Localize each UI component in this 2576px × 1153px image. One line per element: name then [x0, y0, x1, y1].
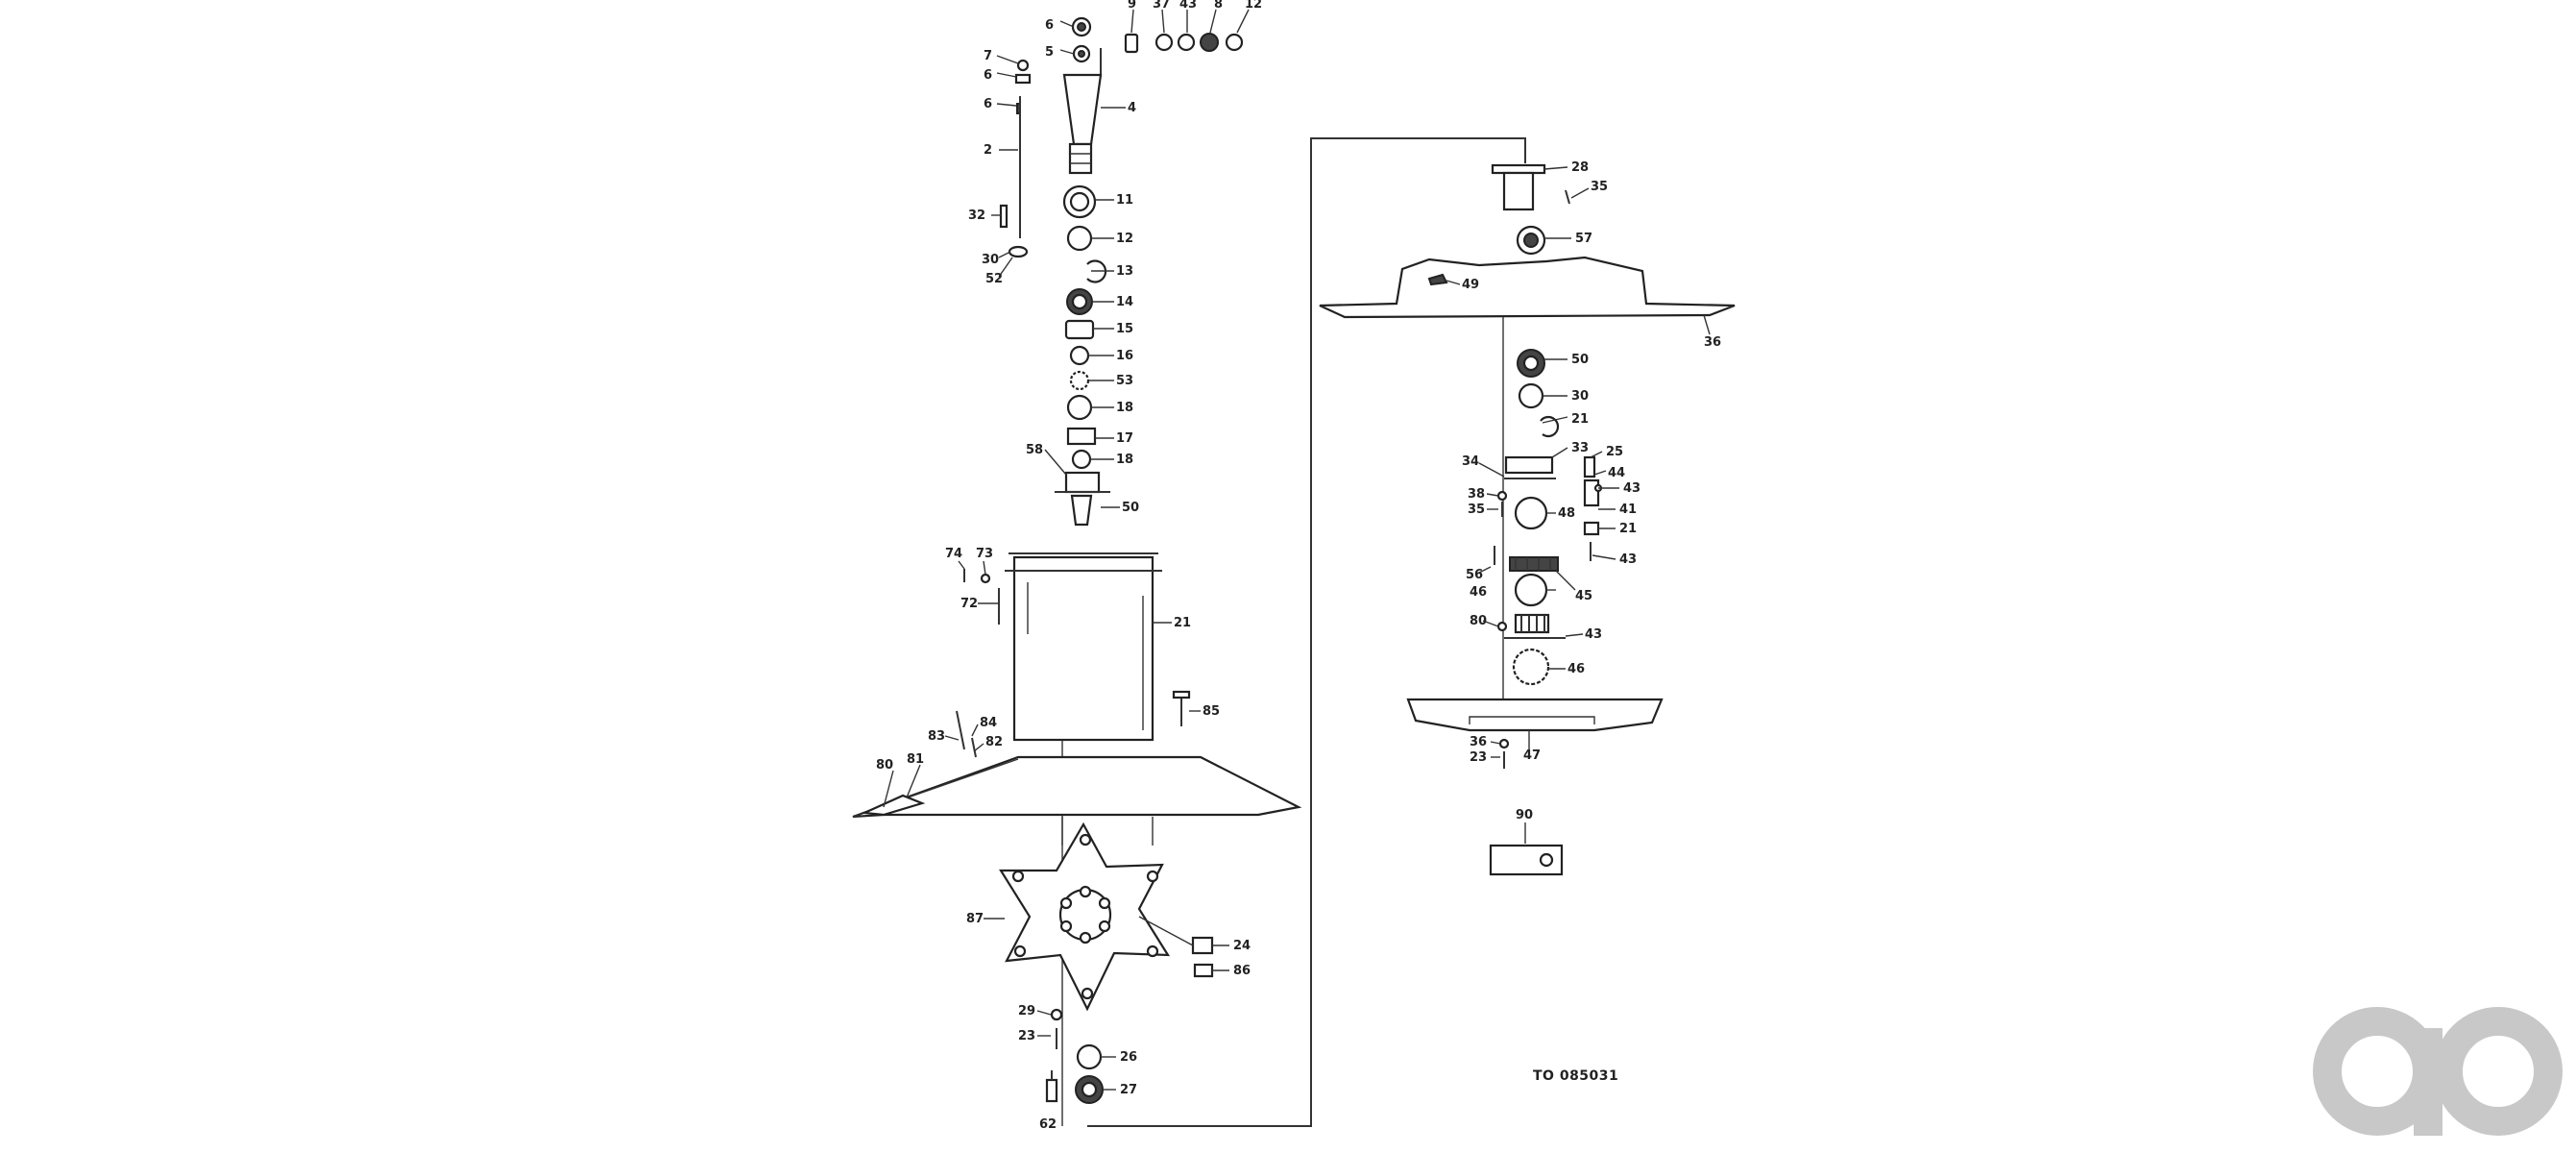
label-32: 32 [968, 209, 985, 223]
label-5: 5 [1045, 45, 1054, 60]
label-58: 58 [1026, 443, 1043, 457]
brand-logo [2313, 1007, 2563, 1136]
label-48: 48 [1558, 506, 1575, 521]
label-41: 41 [1619, 503, 1637, 517]
label-90: 90 [1516, 808, 1533, 822]
label-18b: 18 [1116, 453, 1133, 467]
label-43a: 43 [1623, 481, 1640, 496]
label-73: 73 [976, 547, 993, 561]
label-82: 82 [985, 735, 1003, 749]
label-80: 80 [876, 758, 893, 773]
part-block-9 [1124, 33, 1139, 54]
label-47: 47 [1523, 748, 1541, 763]
label-36a: 36 [1704, 335, 1721, 350]
label-50: 50 [1122, 501, 1139, 515]
label-4: 4 [1128, 101, 1136, 115]
label-17: 17 [1116, 431, 1133, 446]
label-7: 7 [984, 49, 992, 63]
label-36b: 36 [1470, 735, 1487, 749]
left-leader-lines [883, 9, 1250, 1091]
label-81: 81 [907, 752, 924, 767]
label-21b: 21 [1619, 522, 1637, 536]
label-24: 24 [1233, 939, 1251, 953]
right-part-labels: 28 35 57 49 36 50 30 21 33 34 25 44 43 3… [1462, 160, 1721, 822]
label-74: 74 [945, 547, 962, 561]
label-12b: 12 [1116, 232, 1133, 246]
label-84: 84 [980, 716, 997, 730]
label-33: 34 [1462, 454, 1479, 469]
label-43: 43 [1179, 0, 1197, 12]
label-49: 49 [1462, 278, 1479, 292]
label-30: 30 [982, 253, 999, 267]
label-25: 25 [1606, 445, 1623, 459]
label-52: 52 [985, 272, 1003, 286]
label-50r: 50 [1571, 353, 1589, 367]
label-12a: 12 [1245, 0, 1262, 12]
right-leader-lines [1446, 166, 1711, 844]
label-44: 44 [1608, 466, 1625, 480]
label-83: 83 [928, 729, 945, 744]
label-6a: 6 [1045, 18, 1054, 33]
label-38: 38 [1468, 487, 1485, 502]
drawing-reference: TO 085031 [1533, 1068, 1619, 1084]
label-45: 45 [1575, 589, 1592, 603]
label-43c: 43 [1585, 627, 1602, 642]
left-part-labels: 6 5 9 37 43 8 12 7 6 6 4 2 32 30 52 11 1… [876, 0, 1262, 1132]
label-30r: 30 [1571, 389, 1589, 404]
label-72: 72 [960, 597, 978, 611]
label-53: 53 [1116, 374, 1133, 388]
label-86: 86 [1233, 964, 1251, 978]
label-21: 21 [1174, 616, 1191, 630]
label-13: 13 [1116, 264, 1133, 279]
label-9: 9 [1128, 0, 1136, 12]
label-23: 23 [1018, 1029, 1035, 1043]
label-26: 26 [1120, 1050, 1137, 1065]
label-28: 28 [1571, 160, 1589, 175]
label-34: 33 [1571, 441, 1589, 455]
label-87: 87 [966, 912, 984, 926]
label-29: 29 [1018, 1004, 1035, 1018]
label-62: 62 [1039, 1117, 1057, 1132]
label-35a: 35 [1591, 180, 1608, 194]
label-15: 15 [1116, 322, 1133, 336]
label-56: 56 [1466, 568, 1483, 582]
label-35b: 35 [1468, 503, 1485, 517]
label-21r: 21 [1571, 412, 1589, 427]
label-23r: 23 [1470, 750, 1487, 765]
label-16: 16 [1116, 349, 1133, 363]
label-27: 27 [1120, 1083, 1137, 1097]
label-46b: 46 [1567, 662, 1585, 676]
left-assembly [852, 16, 1302, 1104]
label-6c: 6 [984, 97, 992, 111]
label-85: 85 [1203, 704, 1220, 719]
label-43b: 43 [1619, 552, 1637, 567]
label-11: 11 [1116, 193, 1133, 208]
label-57: 57 [1575, 232, 1592, 246]
label-2: 2 [984, 143, 992, 158]
label-6b: 6 [984, 68, 992, 83]
label-14: 14 [1116, 295, 1133, 309]
label-37: 37 [1153, 0, 1170, 12]
label-18a: 18 [1116, 401, 1133, 415]
right-assembly [1319, 163, 1736, 876]
label-8: 8 [1214, 0, 1223, 12]
label-80r: 80 [1470, 614, 1487, 628]
label-46a: 46 [1470, 585, 1487, 600]
